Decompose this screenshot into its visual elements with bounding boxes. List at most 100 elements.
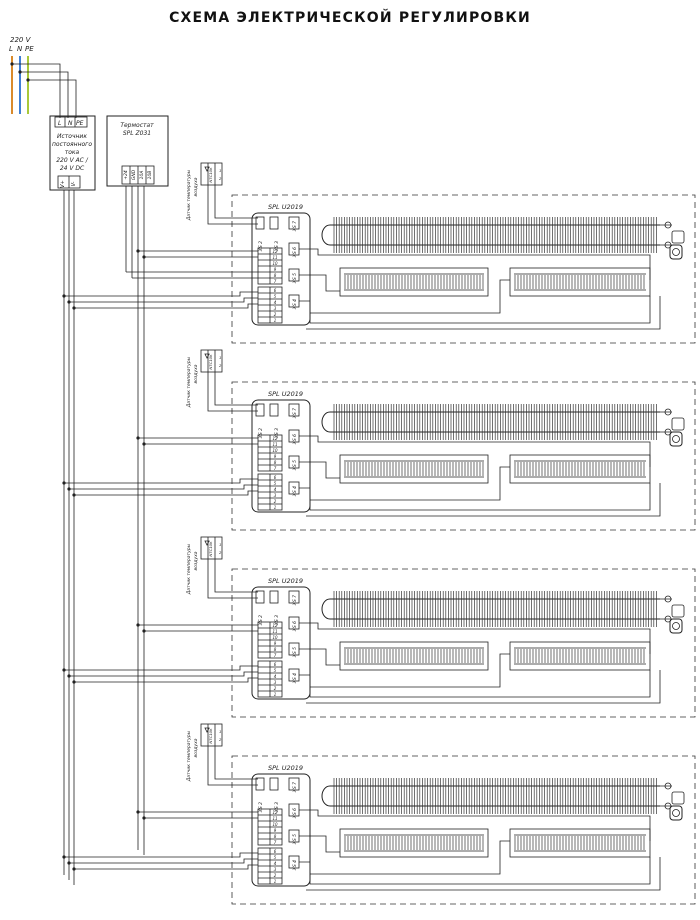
sensor-label-line-2: воздуха <box>194 738 199 757</box>
connector-xs2: XS 2 <box>258 428 264 439</box>
thermostat-pin-gnd: GND <box>131 169 137 180</box>
psu-output-vminus: V- <box>71 181 77 186</box>
sensor-label-line-1: Датчик температуры <box>186 730 192 782</box>
diagram-title: СХЕМА ЭЛЕКТРИЧЕСКОЙ РЕГУЛИРОВКИ <box>169 9 531 26</box>
connector-xs5: XS 5 <box>292 460 298 471</box>
terminal-pin-2: 2 <box>274 686 277 691</box>
terminal-pin-11: 11 <box>272 629 277 634</box>
terminal-pin-12: 12 <box>272 623 278 628</box>
heat-exchanger <box>321 591 685 634</box>
heat-exchanger <box>321 778 685 821</box>
terminal-pin-5: 5 <box>274 855 277 860</box>
connector-xs3: XS 3 <box>274 241 280 252</box>
psu-terminal-n: N <box>68 120 73 127</box>
terminal-pin-2: 2 <box>274 312 277 317</box>
psu-label-line-5: 24 V DC <box>60 165 85 172</box>
mains-voltage: 220 V <box>10 36 32 44</box>
board-label: SPL U2019 <box>268 577 303 585</box>
sensor-pin-1: 1 <box>219 542 221 547</box>
terminal-pin-3: 3 <box>274 867 277 872</box>
terminal-pin-10: 10 <box>272 261 278 266</box>
terminal-pin-10: 10 <box>272 635 278 640</box>
connector-xs6: XS 6 <box>292 808 298 819</box>
connector-xs3: XS 3 <box>274 615 280 626</box>
bus-wires <box>62 186 258 885</box>
mains-terminal-l: L <box>9 45 13 53</box>
sensor-pin-2: 2 <box>219 737 222 742</box>
sensor-pin-2: 2 <box>219 363 222 368</box>
terminal-pin-5: 5 <box>274 294 277 299</box>
sensor-pin-2: 2 <box>219 176 222 181</box>
terminal-pin-8: 8 <box>274 273 277 278</box>
sensor-pin-ntc: NTC10K <box>208 167 213 183</box>
terminal-pin-5: 5 <box>274 481 277 486</box>
connector-xs5: XS 5 <box>292 273 298 284</box>
thermostat: Термостат SPL Z031 +24 GND 10A 10B <box>106 115 169 187</box>
mains-terminal-n: N <box>17 45 23 53</box>
terminal-pin-6: 6 <box>274 288 277 293</box>
terminal-pin-6: 6 <box>274 849 277 854</box>
heat-exchanger <box>321 404 685 447</box>
terminal-pin-10: 10 <box>272 822 278 827</box>
mains-terminal-pe: PE <box>25 45 34 53</box>
sensor-pin-ntc: NTC10K <box>208 728 213 744</box>
terminal-pin-12: 12 <box>272 436 278 441</box>
sensor-pin-1: 1 <box>219 168 221 173</box>
terminal-pin-7: 7 <box>274 653 277 658</box>
sensor-label-line-1: Датчик температуры <box>186 543 192 595</box>
terminal-pin-2: 2 <box>274 499 277 504</box>
connector-xs2: XS 2 <box>258 615 264 626</box>
terminal-pin-4: 4 <box>274 674 277 679</box>
terminal-pin-11: 11 <box>272 442 277 447</box>
sensor-label-line-2: воздуха <box>194 364 199 383</box>
terminal-pin-9: 9 <box>274 454 277 459</box>
thermostat-label-line-1: Термостат <box>120 122 154 129</box>
connector-xs2: XS 2 <box>258 802 264 813</box>
mains-input: 220 V L N PE <box>9 36 77 118</box>
connector-xs2: XS 2 <box>258 241 264 252</box>
terminal-pin-6: 6 <box>274 662 277 667</box>
terminal-pin-1: 1 <box>274 318 277 323</box>
connector-xs5: XS 5 <box>292 647 298 658</box>
sensor-pin-ntc: NTC10K <box>208 354 213 370</box>
terminal-pin-8: 8 <box>274 460 277 465</box>
psu-output-vplus: V+ <box>60 180 66 188</box>
psu-label-line-3: тока <box>65 149 80 156</box>
connector-xs7: XS 7 <box>292 595 298 606</box>
terminal-pin-10: 10 <box>272 448 278 453</box>
terminal-pin-9: 9 <box>274 267 277 272</box>
fan-blocks <box>339 267 651 297</box>
terminal-pin-12: 12 <box>272 810 278 815</box>
terminal-pin-4: 4 <box>274 300 277 305</box>
psu-label-line-4: 220 V AC / <box>56 157 89 164</box>
terminal-pin-4: 4 <box>274 861 277 866</box>
terminal-pin-2: 2 <box>274 873 277 878</box>
terminal-pin-5: 5 <box>274 668 277 673</box>
terminal-pin-8: 8 <box>274 647 277 652</box>
sensor-pin-1: 1 <box>219 729 221 734</box>
sensor-label-line-2: воздуха <box>194 551 199 570</box>
terminal-pin-3: 3 <box>274 680 277 685</box>
terminal-pin-3: 3 <box>274 493 277 498</box>
fan-blocks <box>339 454 651 484</box>
fan-blocks <box>339 828 651 858</box>
connector-xs4: XS 4 <box>292 860 298 871</box>
sensor-pin-1: 1 <box>219 355 221 360</box>
board-label: SPL U2019 <box>268 390 303 398</box>
terminal-pin-9: 9 <box>274 828 277 833</box>
connector-xs7: XS 7 <box>292 221 298 232</box>
terminal-pin-9: 9 <box>274 641 277 646</box>
psu-label-line-2: постоянного <box>52 141 92 148</box>
